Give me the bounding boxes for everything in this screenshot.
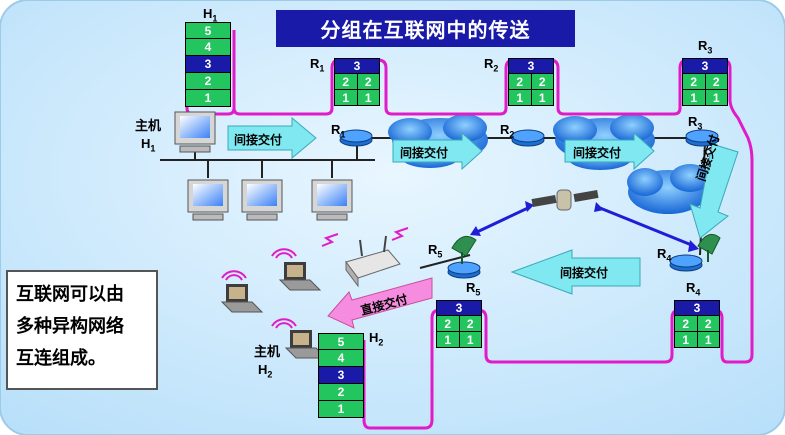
note-line-1: 互联网可以由: [16, 284, 124, 304]
layer-5: 5: [318, 333, 364, 350]
arrow-label-indirect-left: 间接交付: [560, 266, 609, 280]
arrow-indirect-2: [392, 131, 483, 171]
host-h1-protocol-stack: 5 4 3 2 1: [185, 22, 231, 107]
arrow-label-indirect-2: 间接交付: [400, 146, 449, 160]
computer-icon: [241, 179, 283, 221]
router-r1-node-label: R1: [331, 122, 346, 140]
laptop-icon: [220, 270, 264, 313]
router-r3-node-label: R3: [688, 114, 703, 132]
router-r4-node-label: R4: [657, 246, 672, 264]
layer-2: 2: [318, 384, 364, 401]
layer-3: 3: [185, 56, 231, 73]
host-h2-protocol-stack: 5 4 3 2 1: [318, 333, 364, 418]
router-r2-node-label: R2: [500, 122, 515, 140]
page-title: 分组在互联网中的传送: [276, 10, 575, 47]
router-icon: [685, 129, 719, 147]
computer-icon: [174, 111, 216, 153]
arrow-indirect-vertical: [689, 143, 739, 239]
satellite-icon: [531, 189, 599, 211]
dish-antenna-icon: [451, 235, 477, 264]
router-r5-label: R5: [466, 280, 481, 298]
layer-1: 1: [318, 401, 364, 418]
host-h1-desc: 主机 H1: [135, 118, 162, 154]
router-r2-label: R2: [484, 56, 499, 74]
router-r1-label: R1: [310, 56, 325, 74]
note-line-2: 多种异构网络: [16, 316, 124, 336]
router-r5-node-label: R5: [428, 242, 443, 260]
dish-antenna-icon: [697, 233, 721, 262]
computer-icon: [187, 179, 229, 221]
laptop-icon: [271, 248, 322, 291]
note-box: 互联网可以由 多种异构网络 互连组成。: [6, 270, 158, 390]
layer-2: 2: [185, 73, 231, 90]
layer-1: 1: [185, 90, 231, 107]
layer-5: 5: [185, 22, 231, 39]
layer-4: 4: [185, 39, 231, 56]
layer-3: 3: [318, 367, 364, 384]
arrow-indirect-1: [227, 116, 317, 160]
router-icon: [339, 129, 373, 147]
arrow-direct: [327, 277, 433, 329]
router-icon: [669, 254, 703, 272]
arrow-label-indirect-1: 间接交付: [234, 133, 283, 147]
router-r3-label: R3: [698, 38, 713, 56]
router-icon: [447, 261, 481, 279]
wireless-ap-icon: [321, 227, 409, 288]
host-h2-desc: 主机 H2: [254, 344, 281, 380]
note-line-3: 互连组成。: [16, 348, 106, 368]
computer-icon: [311, 179, 353, 221]
layer-4: 4: [318, 350, 364, 367]
router-r4-label: R4: [686, 280, 701, 298]
host-h2-label: H2: [369, 330, 384, 348]
cloud-icon: [627, 164, 710, 214]
laptop-icon: [271, 318, 328, 359]
arrow-label-indirect-3: 间接交付: [573, 146, 622, 160]
router-icon: [511, 129, 545, 147]
arrow-indirect-left: [510, 249, 641, 295]
host-h1-label: H1: [203, 6, 218, 24]
arrow-indirect-3: [564, 131, 655, 171]
